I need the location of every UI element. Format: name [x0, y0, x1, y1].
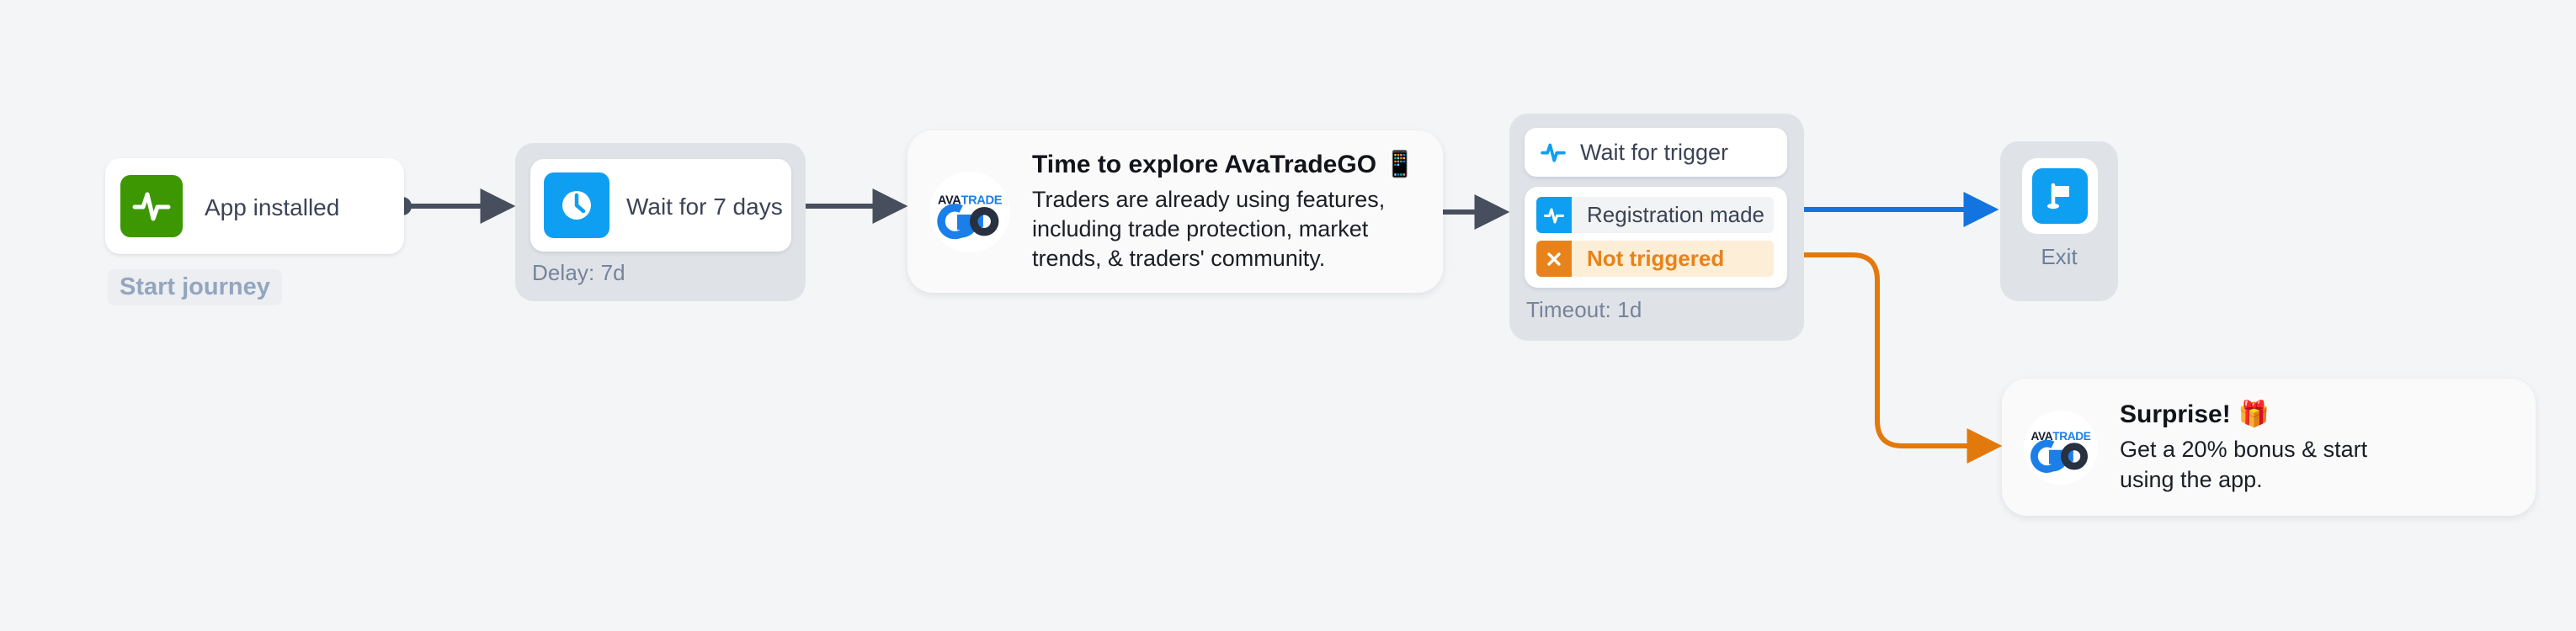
message-bonus-body: Get a 20% bonus & start using the app. — [2120, 437, 2368, 492]
trigger-header-label: Wait for trigger — [1580, 139, 1729, 165]
activity-pulse-icon — [1536, 197, 1572, 233]
start-journey-badge: Start journey — [108, 269, 282, 305]
edge-nottriggered-to-bonus — [1773, 245, 2003, 464]
message-explore-title-text: Time to explore AvaTradeGO — [1032, 150, 1377, 178]
x-close-icon — [1536, 241, 1572, 277]
activity-pulse-icon — [1540, 139, 1567, 166]
node-message-bonus[interactable]: AVATRADE Surprise!🎁 Get a 20% bonus & st… — [2002, 379, 2536, 516]
branch-not-triggered[interactable]: Not triggered — [1536, 241, 1774, 277]
node-delay-meta: Delay: 7d — [532, 260, 625, 285]
message-bonus-title: Surprise!🎁 — [2120, 400, 2512, 429]
node-exit-label: Exit — [2041, 244, 2078, 269]
edge-start-to-delay — [393, 188, 516, 224]
node-exit-wrapper[interactable]: Exit — [2000, 141, 2118, 301]
branch-not-triggered-label: Not triggered — [1587, 246, 1725, 271]
branch-registration-made[interactable]: Registration made — [1536, 197, 1774, 233]
mobile-phone-emoji: 📱 — [1384, 150, 1416, 178]
svg-text:AVATRADE: AVATRADE — [938, 194, 1003, 207]
node-trigger-wrapper[interactable]: Wait for trigger Registration made Not t… — [1509, 114, 1804, 341]
node-exit-icon-frame — [2022, 158, 2098, 234]
node-app-installed-label: App installed — [205, 194, 340, 220]
avatradego-logo: AVATRADE — [2024, 410, 2098, 485]
node-delay-label: Wait for 7 days — [626, 194, 783, 220]
avatradego-logo: AVATRADE — [929, 171, 1010, 252]
branch-registration-made-label: Registration made — [1587, 202, 1764, 227]
message-explore-text: Time to explore AvaTradeGO📱 Traders are … — [1032, 150, 1419, 273]
svg-text:AVATRADE: AVATRADE — [2031, 430, 2091, 443]
trigger-header[interactable]: Wait for trigger — [1525, 128, 1787, 177]
message-explore-title: Time to explore AvaTradeGO📱 — [1032, 150, 1419, 179]
node-delay-card[interactable]: Wait for 7 days — [530, 159, 791, 252]
node-message-explore[interactable]: AVATRADE Time to explore AvaTradeGO📱 Tra… — [907, 130, 1443, 293]
trigger-branch-box: Registration made Not triggered — [1525, 187, 1787, 288]
node-trigger-meta: Timeout: 1d — [1526, 297, 1642, 322]
message-bonus-title-text: Surprise! — [2120, 400, 2231, 429]
message-explore-body: Traders are already using features, incl… — [1032, 186, 1386, 272]
gift-box-emoji: 🎁 — [2238, 400, 2270, 429]
node-app-installed[interactable]: App installed — [105, 158, 404, 254]
activity-pulse-icon — [120, 175, 183, 237]
clock-icon — [544, 172, 609, 238]
node-delay-wrapper[interactable]: Wait for 7 days Delay: 7d — [515, 143, 806, 301]
message-bonus-text: Surprise!🎁 Get a 20% bonus & start using… — [2120, 400, 2512, 494]
flag-icon — [2032, 168, 2088, 224]
